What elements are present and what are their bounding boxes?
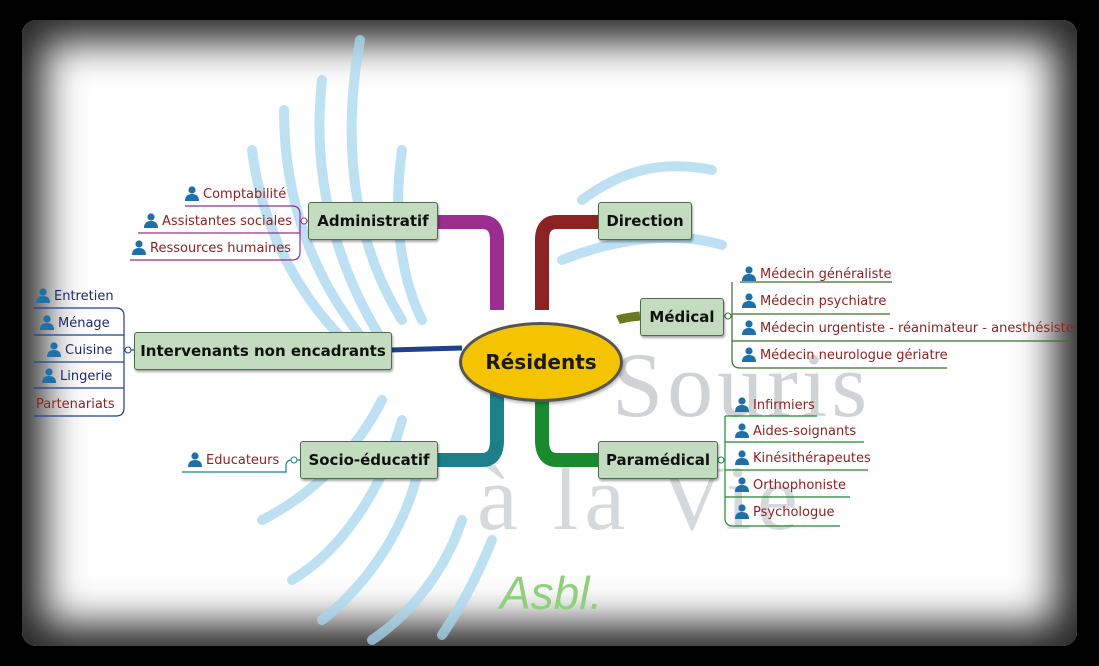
leaf-kinesitherapeutes[interactable]: Kinésithérapeutes xyxy=(735,450,871,467)
node-medical[interactable]: Médical xyxy=(640,298,724,336)
leaf-ressources-humaines[interactable]: Ressources humaines xyxy=(132,240,291,257)
watermark-souris: Souris xyxy=(612,334,872,436)
connectors xyxy=(34,205,1070,527)
leaf-medecin-neurologue[interactable]: Médecin neurologue gériatre xyxy=(742,347,948,364)
person-icon xyxy=(735,504,749,519)
person-icon xyxy=(40,315,54,330)
person-icon xyxy=(144,213,158,228)
leaf-medecin-urgentiste[interactable]: Médecin urgentiste - réanimateur - anest… xyxy=(742,320,1074,337)
leaf-label: Lingerie xyxy=(60,369,113,384)
leaf-label: Educateurs xyxy=(206,453,280,468)
leaf-label: Ménage xyxy=(58,316,110,331)
leaf-label: Assistantes sociales xyxy=(162,214,292,229)
person-icon xyxy=(185,186,199,201)
person-icon xyxy=(36,288,50,303)
leaf-assistantes-sociales[interactable]: Assistantes sociales xyxy=(144,213,292,230)
leaf-label: Aides-soignants xyxy=(753,424,857,439)
node-direction[interactable]: Direction xyxy=(598,202,692,240)
leaf-cuisine[interactable]: Cuisine xyxy=(47,342,113,359)
leaf-menage[interactable]: Ménage xyxy=(40,315,110,332)
leaf-label: Psychologue xyxy=(753,505,835,520)
node-socio-educatif[interactable]: Socio-éducatif xyxy=(300,441,438,479)
leaf-psychologue[interactable]: Psychologue xyxy=(735,504,834,521)
person-icon xyxy=(132,240,146,255)
person-icon xyxy=(742,347,756,362)
person-icon xyxy=(188,452,202,467)
person-icon xyxy=(742,293,756,308)
leaf-label: Infirmiers xyxy=(753,398,815,413)
leaf-partenariats[interactable]: Partenariats xyxy=(36,397,115,413)
leaf-orthophoniste[interactable]: Orthophoniste xyxy=(735,477,846,494)
leaf-lingerie[interactable]: Lingerie xyxy=(42,368,112,385)
center-node[interactable]: Résidents xyxy=(459,322,623,402)
leaf-comptabilite[interactable]: Comptabilité xyxy=(185,186,286,203)
leaf-label: Médecin psychiatre xyxy=(760,294,887,309)
leaf-educateurs[interactable]: Educateurs xyxy=(188,452,279,469)
leaf-label: Médecin urgentiste - réanimateur - anest… xyxy=(760,321,1074,336)
leaf-label: Ressources humaines xyxy=(150,241,292,256)
node-administratif[interactable]: Administratif xyxy=(308,202,438,240)
leaf-aides-soignants[interactable]: Aides-soignants xyxy=(735,423,856,440)
leaf-label: Entretien xyxy=(54,289,114,304)
leaf-infirmiers[interactable]: Infirmiers xyxy=(735,397,815,414)
person-icon xyxy=(735,423,749,438)
mindmap-canvas: Souris à la Vie Asbl. xyxy=(22,20,1077,646)
leaf-label: Orthophoniste xyxy=(753,478,847,493)
person-icon xyxy=(42,368,56,383)
watermark-asbl: Asbl. xyxy=(500,567,603,619)
leaf-label: Comptabilité xyxy=(203,187,287,202)
person-icon xyxy=(735,477,749,492)
leaf-label: Médecin neurologue gériatre xyxy=(760,348,948,363)
node-paramedical[interactable]: Paramédical xyxy=(598,441,718,479)
person-icon xyxy=(47,342,61,357)
leaf-label: Cuisine xyxy=(65,343,113,358)
person-icon xyxy=(742,320,756,335)
person-icon xyxy=(735,450,749,465)
person-icon xyxy=(742,266,756,281)
leaf-medecin-psychiatre[interactable]: Médecin psychiatre xyxy=(742,293,886,310)
person-icon xyxy=(735,397,749,412)
leaf-medecin-generaliste[interactable]: Médecin généraliste xyxy=(742,266,892,283)
leaf-label: Médecin généraliste xyxy=(760,267,892,282)
leaf-label: Partenariats xyxy=(36,397,115,412)
leaf-label: Kinésithérapeutes xyxy=(753,451,871,466)
leaf-entretien[interactable]: Entretien xyxy=(36,288,114,305)
node-intervenants[interactable]: Intervenants non encadrants xyxy=(134,332,392,370)
